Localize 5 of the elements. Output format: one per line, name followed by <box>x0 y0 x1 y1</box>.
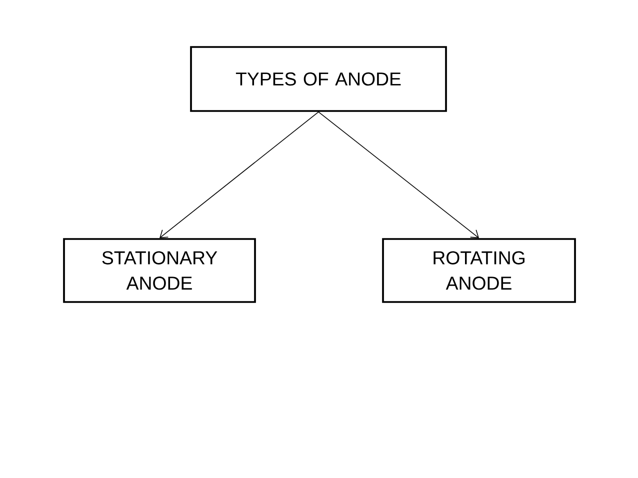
text-box: ROTATING ANODE <box>382 238 576 303</box>
text-box: TYPES OF ANODE <box>190 46 447 112</box>
arrow <box>318 112 479 238</box>
text-box: STATIONARY ANODE <box>63 238 256 303</box>
arrow <box>160 112 319 238</box>
